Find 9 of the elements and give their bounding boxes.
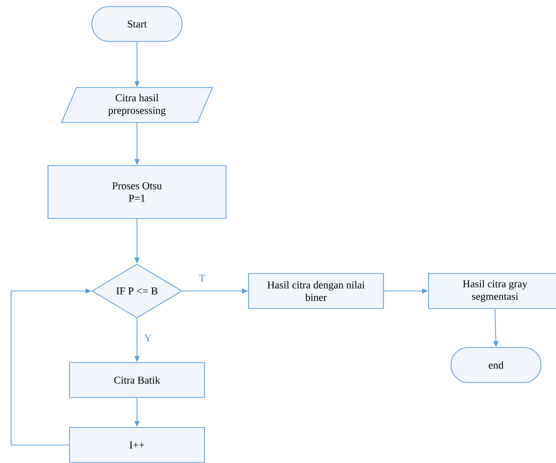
process-box: Citra Batik: [69, 362, 205, 398]
edge-label: T: [198, 274, 206, 283]
process-box: Hasil citra dengan nilai biner: [248, 273, 384, 309]
process-box: Proses Otsu P=1: [48, 165, 226, 219]
terminal-box: end: [450, 347, 542, 383]
terminal-box: Start: [92, 6, 182, 42]
edge-label: Y: [143, 334, 153, 342]
process-box: Hasil citra gray segmentasi: [428, 273, 556, 309]
process-box: I++: [69, 427, 205, 463]
